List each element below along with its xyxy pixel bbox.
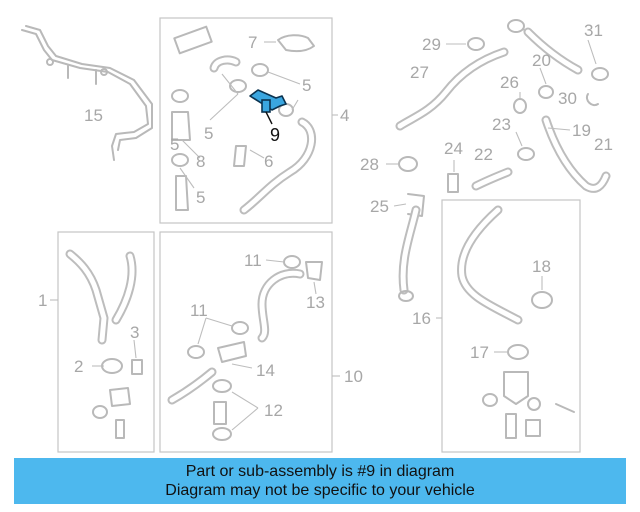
- callout-29: 29: [422, 35, 441, 54]
- box1-parts: [65, 249, 143, 439]
- callout-5d: 5: [170, 135, 179, 154]
- callout-18: 18: [532, 257, 551, 276]
- group-box-4: [159, 17, 333, 224]
- callout-24: 24: [444, 139, 463, 158]
- info-banner: Part or sub-assembly is #9 in diagram Di…: [14, 458, 626, 504]
- callout-25: 25: [370, 197, 389, 216]
- callout-16: 16: [412, 309, 431, 328]
- callout-5a: 5: [302, 76, 311, 95]
- group-box-16: [441, 199, 581, 453]
- callout-15: 15: [84, 106, 103, 125]
- right-parts: [386, 19, 611, 302]
- callout-10: 10: [344, 367, 363, 386]
- callout-9-highlighted: 9: [270, 125, 280, 145]
- callout-28: 28: [360, 155, 379, 174]
- group-box-10: [159, 231, 333, 453]
- callout-11a: 11: [244, 251, 262, 270]
- callout-4: 4: [340, 106, 349, 125]
- box10-parts: [167, 255, 323, 441]
- box4-parts: [171, 25, 316, 215]
- callout-19: 19: [572, 121, 591, 140]
- callout-27: 27: [410, 63, 429, 82]
- callout-labels: 7 5 5 5 5 8 6 4 9 15 1 2 3 11 13 11 14 1…: [38, 21, 613, 420]
- callout-3: 3: [130, 323, 139, 342]
- part-15-pipe: [21, 25, 153, 161]
- banner-line-part: Part or sub-assembly is #9 in diagram: [185, 463, 455, 480]
- callout-7: 7: [248, 33, 257, 52]
- callout-13: 13: [306, 293, 325, 312]
- box16-parts: [457, 205, 575, 439]
- callout-1: 1: [38, 291, 47, 310]
- callout-8: 8: [196, 152, 205, 171]
- part-9-highlighted: [249, 89, 287, 125]
- callout-14: 14: [256, 361, 275, 380]
- callout-26: 26: [500, 73, 519, 92]
- callout-21: 21: [594, 135, 613, 154]
- callout-5b: 5: [204, 124, 213, 143]
- callout-31: 31: [584, 21, 603, 40]
- callout-30: 30: [558, 89, 577, 108]
- callout-20: 20: [532, 51, 551, 70]
- callout-12: 12: [264, 401, 283, 420]
- callout-6: 6: [264, 152, 273, 171]
- callout-2: 2: [74, 357, 83, 376]
- callout-5c: 5: [196, 188, 205, 207]
- group-box-1: [57, 231, 155, 453]
- banner-line-disclaimer: Diagram may not be specific to your vehi…: [165, 482, 475, 499]
- callout-11b: 11: [190, 301, 208, 320]
- callout-22: 22: [474, 145, 493, 164]
- callout-17: 17: [470, 343, 489, 362]
- callout-23: 23: [492, 115, 511, 134]
